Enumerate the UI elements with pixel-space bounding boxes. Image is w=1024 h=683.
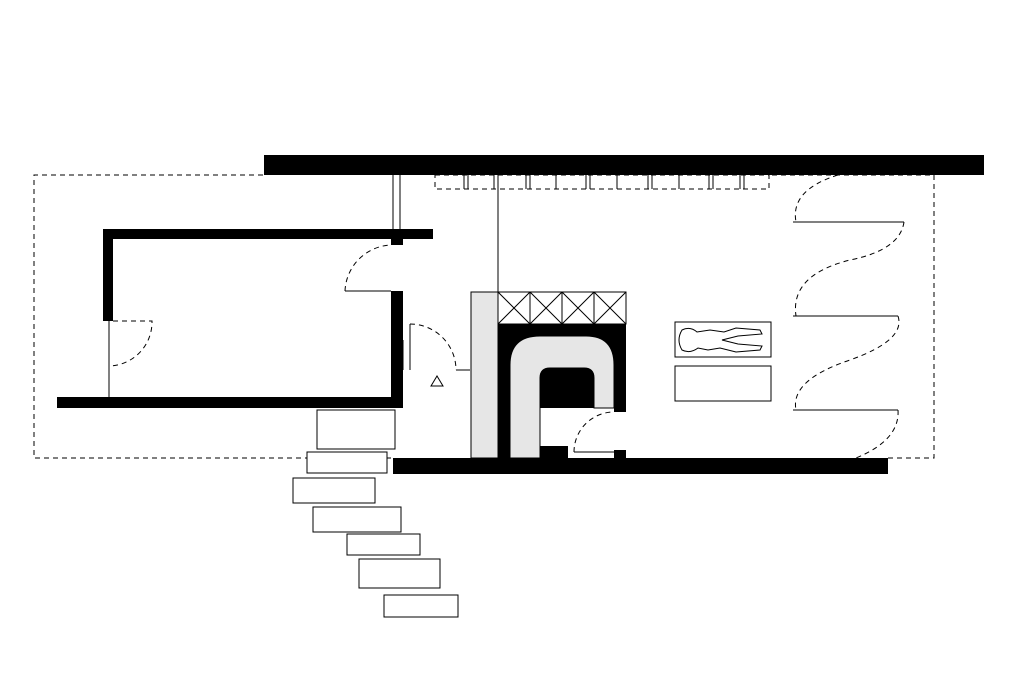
- beds: [674, 321, 772, 402]
- bathroom-core: [470, 291, 627, 459]
- north-wall: [264, 155, 984, 175]
- entry-marker: [430, 375, 444, 387]
- bed: [674, 365, 772, 402]
- south-wall: [393, 450, 888, 474]
- curtains: [793, 174, 905, 459]
- west-room: [57, 175, 433, 408]
- stepping-stones: [292, 409, 459, 618]
- window-mullions: [434, 174, 770, 324]
- doors: [108, 244, 615, 453]
- footprint-outline: [33, 174, 935, 459]
- bed-with-figure: [674, 321, 772, 358]
